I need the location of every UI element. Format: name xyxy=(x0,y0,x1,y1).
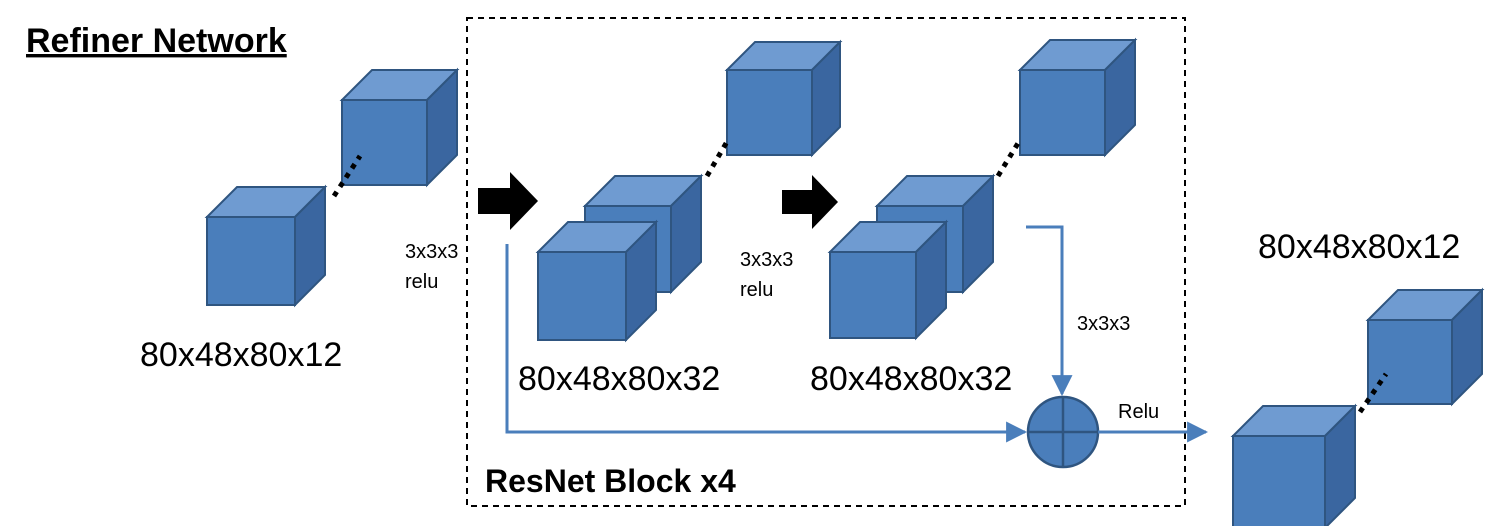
feature1-cube-front xyxy=(535,219,659,343)
conv2-act-label: relu xyxy=(740,279,773,301)
feature1-cube-back xyxy=(724,39,843,158)
conv1-op-label: 3x3x3 xyxy=(405,241,458,263)
conv2-op-label: 3x3x3 xyxy=(740,249,793,271)
input-cube-back xyxy=(339,67,460,188)
channel-ellipsis-feature1 xyxy=(704,138,731,178)
flow-arrow-2 xyxy=(782,175,838,229)
channel-ellipsis-output xyxy=(1357,372,1389,414)
sum-node xyxy=(1026,395,1100,469)
feature1-dims-label: 80x48x80x32 xyxy=(518,360,720,398)
conv1-act-label: relu xyxy=(405,271,438,293)
input-dims-label: 80x48x80x12 xyxy=(140,336,342,374)
cube-group xyxy=(204,37,1485,526)
channel-ellipsis-input xyxy=(331,154,363,198)
resnet-block-label: ResNet Block x4 xyxy=(485,463,736,499)
output-cube-front xyxy=(1230,403,1358,526)
skip-connection-line xyxy=(505,244,1028,443)
flow-arrow-1 xyxy=(478,172,538,230)
resnet-block-box xyxy=(466,17,1186,507)
output-cube-back xyxy=(1365,287,1485,407)
feature2-cube-front xyxy=(827,219,949,341)
conv3-connection-line xyxy=(1026,225,1073,397)
input-cube-front xyxy=(204,184,328,308)
feature2-dims-label: 80x48x80x32 xyxy=(810,360,1012,398)
diagram-title: Refiner Network xyxy=(26,22,287,60)
channel-ellipsis-feature2 xyxy=(995,138,1023,178)
conv3-op-label: 3x3x3 xyxy=(1077,313,1130,335)
sum-act-label: Relu xyxy=(1118,401,1159,423)
output-dims-label: 80x48x80x12 xyxy=(1258,228,1460,266)
feature2-cube-back xyxy=(1017,37,1138,158)
